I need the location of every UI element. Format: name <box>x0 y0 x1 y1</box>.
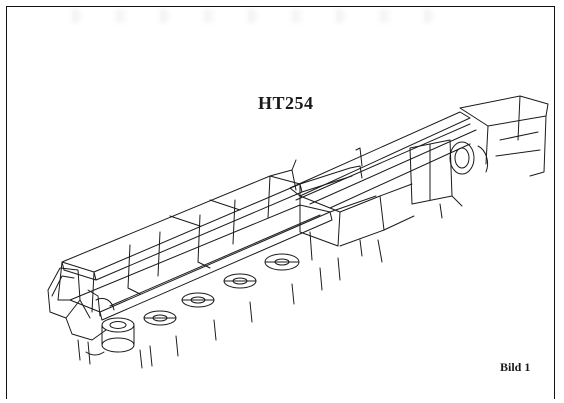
left-end-guard <box>48 268 114 340</box>
left-drum <box>102 318 134 352</box>
gearbox <box>450 142 488 174</box>
model-title: HT254 <box>258 93 314 113</box>
right-end-rail <box>300 168 382 262</box>
skid-shoes <box>78 258 340 368</box>
hitch-headstock <box>410 96 548 218</box>
cutter-discs <box>144 254 299 325</box>
scan-smudge <box>40 9 460 23</box>
page-frame <box>6 6 555 399</box>
figure-caption: Bild 1 <box>500 360 531 374</box>
lift-arm <box>290 112 476 208</box>
center-frame <box>270 160 414 260</box>
